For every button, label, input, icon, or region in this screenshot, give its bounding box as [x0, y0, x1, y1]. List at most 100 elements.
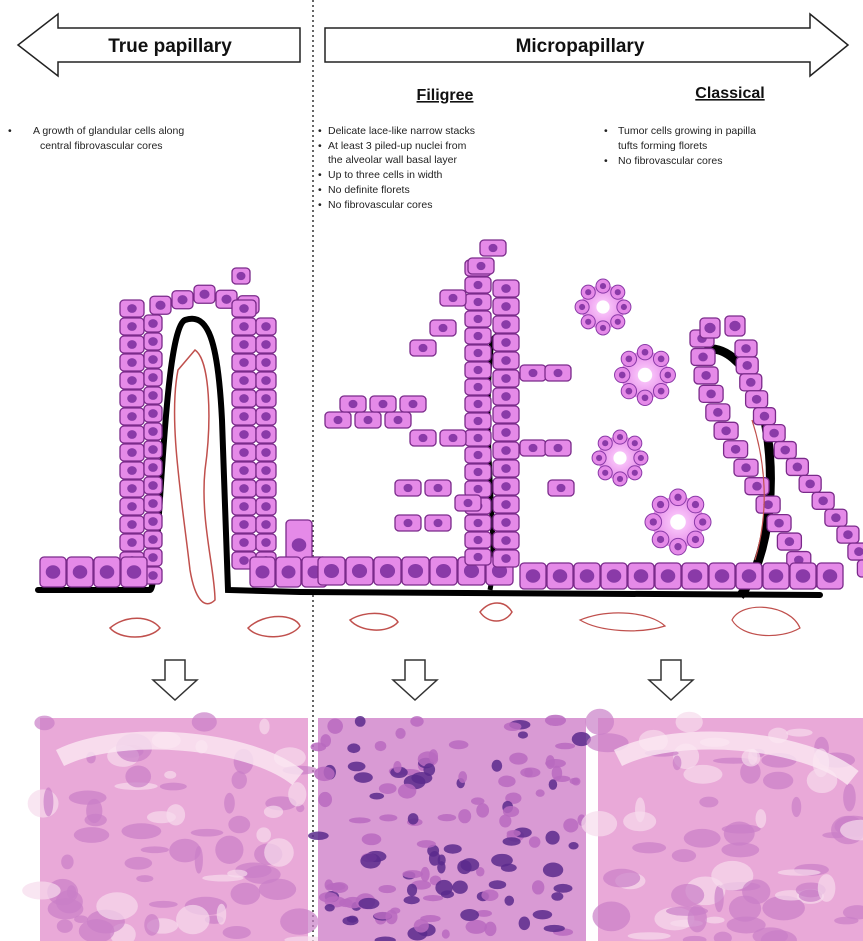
epithelial-cell — [848, 543, 863, 560]
epithelial-cell — [520, 365, 546, 381]
epithelial-cell — [465, 345, 491, 361]
epithelial-cell — [370, 396, 396, 412]
epithelial-cell — [120, 372, 144, 389]
epithelial-cell — [736, 563, 762, 589]
epithelial-cell — [706, 404, 730, 421]
epithelial-cell — [256, 498, 276, 515]
epithelial-cell — [465, 362, 491, 378]
svg-text:No fibrovascular cores: No fibrovascular cores — [618, 155, 722, 167]
epithelial-cell — [574, 563, 600, 589]
epithelial-cell — [493, 388, 519, 405]
epithelial-cell — [746, 391, 768, 408]
epithelial-cell — [318, 557, 345, 585]
filigree-description: •Delicate lace-like narrow stacks •At le… — [318, 125, 475, 211]
epithelial-cell — [120, 426, 144, 443]
epithelial-cell — [346, 557, 373, 585]
epithelial-cell — [465, 413, 491, 429]
epithelial-cell — [682, 563, 708, 589]
floret — [575, 279, 631, 335]
svg-text:A growth of glandular cells al: A growth of glandular cells along — [33, 125, 184, 137]
epithelial-cell — [694, 367, 718, 384]
epithelial-cell — [777, 533, 801, 550]
micropapillary-florets — [575, 279, 711, 555]
header-true-papillary: True papillary — [108, 36, 232, 57]
epithelial-cell — [395, 480, 421, 496]
floret — [615, 345, 676, 406]
epithelial-cell — [465, 447, 491, 463]
epithelial-cell — [465, 311, 491, 327]
epithelial-cell — [425, 515, 451, 531]
epithelial-cell — [440, 430, 466, 446]
epithelial-cell — [256, 372, 276, 389]
epithelial-cell — [144, 387, 162, 404]
epithelial-cell — [256, 426, 276, 443]
epithelial-cell — [628, 563, 654, 589]
svg-text:tufts forming florets: tufts forming florets — [618, 140, 707, 152]
epithelial-cell — [493, 496, 519, 513]
epithelial-cell — [520, 563, 546, 589]
epithelial-cell — [120, 336, 144, 353]
epithelial-cell — [120, 354, 144, 371]
classical-description: •Tumor cells growing in papilla tufts fo… — [604, 125, 756, 167]
epithelial-cell — [120, 390, 144, 407]
epithelial-cell — [493, 298, 519, 315]
epithelial-cell — [144, 513, 162, 530]
epithelial-cell — [256, 336, 276, 353]
epithelial-cell — [763, 563, 789, 589]
epithelial-cell — [144, 369, 162, 386]
epithelial-cell — [655, 563, 681, 589]
epithelial-cell — [740, 374, 762, 391]
epithelial-cell — [276, 557, 301, 587]
epithelial-cell — [144, 423, 162, 440]
epithelial-cell — [465, 277, 491, 293]
epithelial-cell — [735, 340, 757, 357]
epithelial-cell — [232, 426, 256, 443]
arrow-down-outline-icon — [393, 660, 437, 700]
epithelial-cell — [256, 318, 276, 335]
epithelial-cell — [724, 441, 748, 458]
epithelial-cell — [395, 515, 421, 531]
epithelial-cell — [385, 412, 411, 428]
epithelial-cell — [120, 516, 144, 533]
epithelial-cell — [799, 475, 821, 492]
epithelial-cell — [232, 300, 256, 317]
epithelial-cell — [256, 534, 276, 551]
epithelial-cell — [120, 462, 144, 479]
epithelial-cell — [232, 354, 256, 371]
epithelial-cell — [745, 478, 769, 495]
epithelial-cell — [144, 495, 162, 512]
svg-text:the alveolar wall basal layer: the alveolar wall basal layer — [328, 154, 457, 166]
epithelial-cell — [232, 408, 256, 425]
epithelial-cell — [120, 498, 144, 515]
epithelial-cell — [691, 348, 715, 365]
epithelial-cell — [753, 408, 775, 425]
epithelial-cell — [232, 372, 256, 389]
epithelial-cell — [714, 422, 738, 439]
epithelial-cell — [150, 296, 171, 314]
floret — [592, 430, 648, 486]
epithelial-cell — [465, 294, 491, 310]
epithelial-cell — [601, 563, 627, 589]
epithelial-cell — [144, 405, 162, 422]
epithelial-cell — [493, 514, 519, 531]
epithelial-cell — [493, 370, 519, 387]
epithelial-cell — [232, 390, 256, 407]
epithelial-cell — [465, 515, 491, 531]
epithelial-cell — [232, 462, 256, 479]
epithelial-cell — [67, 557, 93, 587]
epithelial-cell — [232, 480, 256, 497]
svg-text:•: • — [318, 199, 322, 211]
epithelial-cell — [774, 442, 796, 459]
svg-text:•: • — [318, 184, 322, 196]
micrograph-classical — [581, 709, 863, 941]
svg-text:•: • — [8, 125, 12, 137]
epithelial-cell — [465, 328, 491, 344]
svg-text:•: • — [604, 155, 608, 167]
epithelial-cell — [725, 316, 745, 336]
epithelial-cell — [812, 492, 834, 509]
svg-text:•: • — [604, 125, 608, 137]
epithelial-cell — [144, 531, 162, 548]
epithelial-cell — [455, 495, 481, 511]
epithelial-cell — [340, 396, 366, 412]
